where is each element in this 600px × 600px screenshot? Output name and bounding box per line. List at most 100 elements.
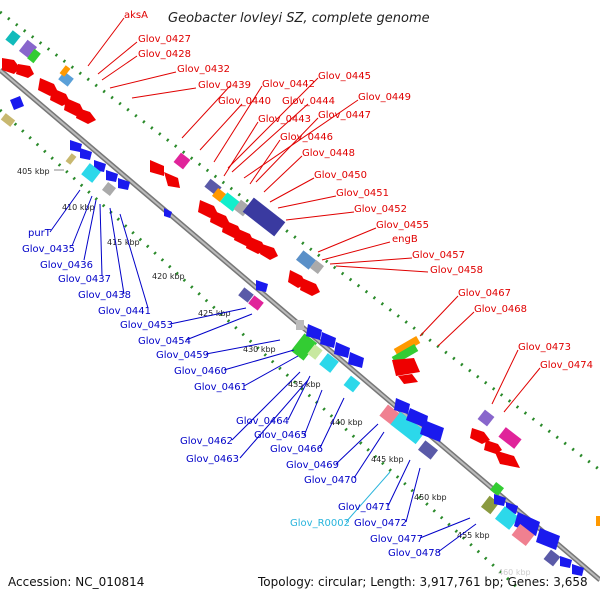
gene-label[interactable]: Glov_0477 bbox=[370, 534, 423, 545]
gene-label[interactable]: Glov_0478 bbox=[388, 548, 441, 559]
gene-label[interactable]: Glov_0454 bbox=[138, 336, 191, 347]
gene-reverse[interactable] bbox=[420, 420, 444, 442]
gene-reverse[interactable] bbox=[514, 512, 540, 536]
gene-reverse-slate[interactable] bbox=[238, 287, 254, 303]
gene-label[interactable]: Glov_0461 bbox=[194, 382, 247, 393]
gene-reverse[interactable] bbox=[334, 342, 350, 358]
gene-forward[interactable] bbox=[392, 358, 420, 376]
gene-reverse-slate[interactable] bbox=[418, 440, 438, 460]
gene-label[interactable]: Glov_0455 bbox=[376, 220, 429, 231]
gene-label[interactable]: Glov_0469 bbox=[286, 460, 339, 471]
gene-label[interactable]: Glov_0436 bbox=[40, 260, 93, 271]
gene-forward[interactable] bbox=[2, 58, 20, 74]
gene-label[interactable]: Glov_0442 bbox=[262, 79, 315, 90]
gene-forward-gray[interactable] bbox=[309, 259, 325, 275]
gene-label[interactable]: Glov_0432 bbox=[177, 64, 230, 75]
gene-reverse-cyan[interactable] bbox=[81, 163, 101, 183]
gene-label[interactable]: Glov_0465 bbox=[254, 430, 307, 441]
gene-forward[interactable] bbox=[300, 278, 320, 296]
gene-reverse-khaki[interactable] bbox=[65, 153, 77, 165]
gene-reverse[interactable] bbox=[70, 140, 82, 152]
gene-forward[interactable] bbox=[260, 244, 278, 260]
gene-reverse[interactable] bbox=[164, 208, 172, 218]
gene-label[interactable]: Glov_0448 bbox=[302, 148, 355, 159]
gene-reverse[interactable] bbox=[80, 148, 92, 160]
gene-forward-orange[interactable] bbox=[211, 187, 227, 203]
gene-forward[interactable] bbox=[164, 172, 180, 188]
gene-label[interactable]: Glov_0458 bbox=[430, 265, 483, 276]
gene-reverse[interactable] bbox=[494, 494, 506, 506]
gene-label[interactable]: Glov_0464 bbox=[236, 416, 289, 427]
gene-label[interactable]: purT bbox=[28, 228, 52, 239]
gene-reverse[interactable] bbox=[106, 170, 118, 182]
gene-label[interactable]: Glov_0446 bbox=[280, 132, 333, 143]
gene-reverse-khaki[interactable] bbox=[0, 113, 16, 127]
gene-reverse-cyan[interactable] bbox=[390, 411, 426, 445]
gene-label[interactable]: Glov_0466 bbox=[270, 444, 323, 455]
gene-label[interactable]: Glov_0444 bbox=[282, 96, 335, 107]
gene-forward-magenta[interactable] bbox=[498, 427, 522, 449]
gene-reverse[interactable] bbox=[256, 280, 268, 292]
gene-label[interactable]: Glov_0453 bbox=[120, 320, 173, 331]
gene-label[interactable]: Glov_0467 bbox=[458, 288, 511, 299]
gene-reverse-gray[interactable] bbox=[101, 181, 117, 197]
gene-label[interactable]: Glov_0470 bbox=[304, 475, 357, 486]
rna-label[interactable]: Glov_R0002 bbox=[290, 518, 350, 529]
gene-forward-orange[interactable] bbox=[59, 65, 71, 77]
gene-forward[interactable] bbox=[494, 450, 520, 468]
gene-forward[interactable] bbox=[50, 88, 70, 106]
gene-label[interactable]: Glov_0463 bbox=[186, 454, 239, 465]
gene-label[interactable]: Glov_0452 bbox=[354, 204, 407, 215]
gene-forward[interactable] bbox=[76, 108, 96, 124]
gene-forward[interactable] bbox=[150, 160, 164, 176]
gene-label[interactable]: Glov_0437 bbox=[58, 274, 111, 285]
gene-reverse-slate[interactable] bbox=[543, 549, 561, 567]
gene-reverse-pink[interactable] bbox=[511, 523, 535, 547]
gene-reverse-green[interactable] bbox=[489, 481, 505, 497]
gene-forward[interactable] bbox=[398, 374, 418, 384]
gene-label[interactable]: Glov_0440 bbox=[218, 96, 271, 107]
gene-forward-magenta[interactable] bbox=[173, 152, 191, 170]
gene-label[interactable]: Glov_0428 bbox=[138, 49, 191, 60]
gene-label[interactable]: Glov_0427 bbox=[138, 34, 191, 45]
gene-forward[interactable] bbox=[470, 428, 490, 444]
gene-label[interactable]: Glov_0468 bbox=[474, 304, 527, 315]
gene-forward-cyan[interactable] bbox=[5, 30, 21, 46]
gene-reverse-cyan[interactable] bbox=[343, 375, 361, 393]
gene-reverse-cyan[interactable] bbox=[494, 506, 520, 530]
gene-forward-orange[interactable] bbox=[596, 516, 600, 526]
gene-label[interactable]: Glov_0447 bbox=[318, 110, 371, 121]
gene-forward-blue[interactable] bbox=[58, 71, 74, 87]
gene-reverse[interactable] bbox=[572, 564, 584, 576]
gene-reverse[interactable] bbox=[560, 556, 572, 568]
gene-label[interactable]: Glov_0443 bbox=[258, 114, 311, 125]
gene-label[interactable]: Glov_0459 bbox=[156, 350, 209, 361]
gene-forward-green[interactable] bbox=[391, 344, 419, 364]
gene-reverse-gray[interactable] bbox=[296, 320, 304, 330]
gene-reverse[interactable] bbox=[10, 96, 24, 110]
gene-label[interactable]: Glov_0471 bbox=[338, 502, 391, 513]
gene-forward-blue[interactable] bbox=[296, 250, 316, 270]
gene-label[interactable]: Glov_0445 bbox=[318, 71, 371, 82]
gene-label[interactable]: Glov_0474 bbox=[540, 360, 593, 371]
gene-reverse[interactable] bbox=[406, 408, 428, 428]
gene-reverse-cyan[interactable] bbox=[319, 353, 339, 373]
gene-label[interactable]: engB bbox=[392, 234, 418, 245]
gene-label[interactable]: Glov_0472 bbox=[354, 518, 407, 529]
gene-label[interactable]: Glov_0450 bbox=[314, 170, 367, 181]
gene-forward-purple[interactable] bbox=[18, 39, 38, 59]
gene-reverse[interactable] bbox=[320, 332, 336, 348]
gene-label[interactable]: Glov_0462 bbox=[180, 436, 233, 447]
gene-label[interactable]: Glov_0451 bbox=[336, 188, 389, 199]
gene-label[interactable]: Glov_0441 bbox=[98, 306, 151, 317]
gene-reverse[interactable] bbox=[394, 398, 410, 414]
gene-reverse-lightgreen[interactable] bbox=[307, 344, 323, 360]
gene-label[interactable]: Glov_0438 bbox=[78, 290, 131, 301]
gene-forward-navy[interactable] bbox=[242, 197, 286, 237]
gene-label[interactable]: aksA bbox=[124, 10, 148, 21]
gene-forward-teal[interactable] bbox=[220, 192, 240, 212]
gene-label[interactable]: Glov_0439 bbox=[198, 80, 251, 91]
gene-label[interactable]: Glov_0449 bbox=[358, 92, 411, 103]
gene-label[interactable]: Glov_0460 bbox=[174, 366, 227, 377]
gene-reverse[interactable] bbox=[306, 324, 322, 340]
